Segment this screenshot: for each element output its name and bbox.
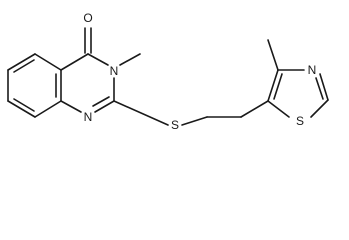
bond-c7-c8 bbox=[7, 100, 36, 118]
atom-carbonyl-oxygen: O bbox=[83, 11, 92, 25]
bond-ch2-thiazole bbox=[240, 100, 269, 118]
thioether-linker bbox=[113, 100, 269, 126]
atom-n3: N bbox=[110, 64, 119, 78]
bond-c2-n1 bbox=[94, 100, 115, 113]
bond-s-ch2 bbox=[181, 116, 208, 126]
atom-n1: N bbox=[84, 110, 93, 124]
benzene-ring bbox=[7, 53, 62, 118]
bond-c4a-c5 bbox=[34, 53, 62, 71]
bond-n3-c2-inner bbox=[315, 77, 324, 100]
bond-c4-methyl bbox=[267, 39, 279, 71]
pyrimidinone-ring bbox=[60, 27, 141, 113]
bond-c8-c8a bbox=[34, 100, 62, 118]
bond-c5-c4-inner bbox=[273, 73, 283, 100]
bond-n1-c8a bbox=[60, 100, 82, 113]
bond-c4a-c4 bbox=[60, 53, 89, 71]
bond-c5-c6-inner bbox=[13, 59, 35, 73]
thiazole-ring bbox=[267, 39, 329, 118]
bond-c2-n1-inner bbox=[92, 96, 110, 107]
bond-c2-s1 bbox=[310, 99, 329, 118]
bond-n3-c2 bbox=[319, 73, 329, 101]
bond-n3-methyl bbox=[119, 53, 141, 66]
bond-c5-c4 bbox=[267, 69, 279, 102]
atom-thioether-sulfur: S bbox=[171, 118, 179, 132]
bond-c5-c6 bbox=[7, 53, 36, 71]
bond-c2-s bbox=[113, 100, 169, 126]
bond-c4-n3 bbox=[87, 53, 109, 66]
atom-thiazole-sulfur: S bbox=[296, 114, 304, 128]
bond-s1-c5 bbox=[267, 100, 290, 118]
atom-thiazole-nitrogen: N bbox=[308, 63, 317, 77]
bond-c7-c8-inner bbox=[13, 98, 35, 112]
molecule-structure: O N N S N S bbox=[7, 11, 329, 132]
